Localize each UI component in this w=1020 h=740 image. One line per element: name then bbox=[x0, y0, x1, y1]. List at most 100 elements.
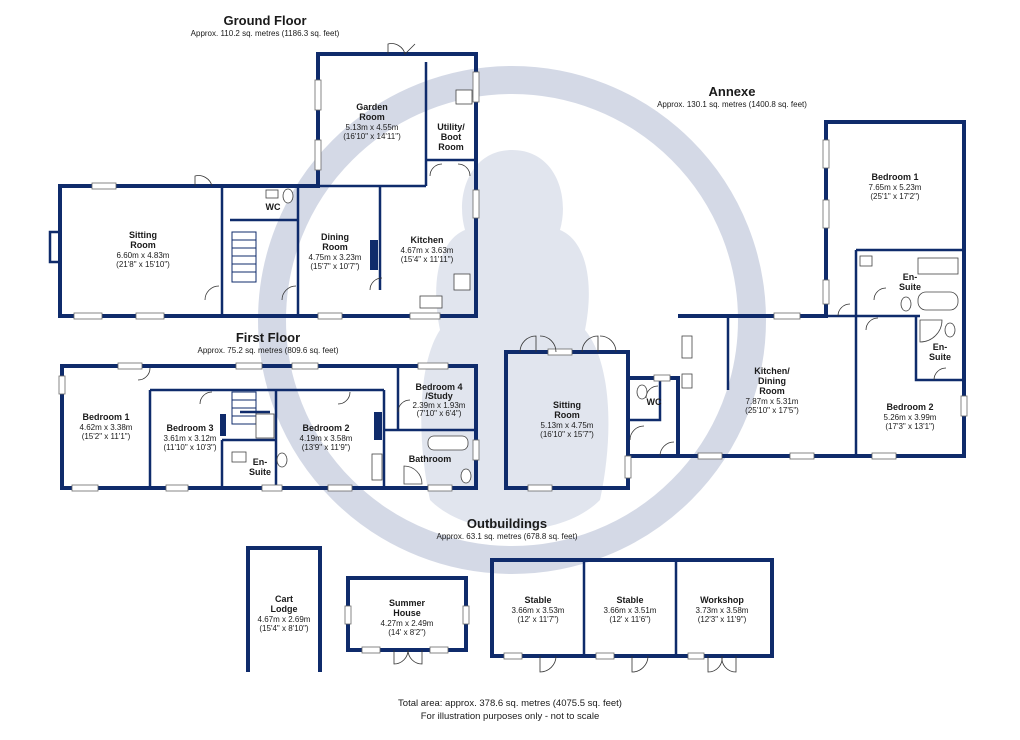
ground-floor-outer-wall bbox=[58, 52, 478, 318]
window bbox=[472, 189, 480, 219]
door-swing bbox=[281, 285, 297, 301]
window bbox=[697, 452, 723, 460]
door-swing bbox=[933, 367, 947, 381]
outbuildings-title: Outbuildings bbox=[467, 516, 547, 531]
basin bbox=[859, 255, 873, 267]
door-swing bbox=[199, 391, 213, 405]
window bbox=[503, 652, 523, 660]
hob bbox=[453, 273, 471, 291]
window bbox=[822, 199, 830, 229]
bathroom-toilet bbox=[460, 468, 472, 484]
shower bbox=[917, 257, 959, 275]
room-dimensions-metric: 5.26m x 3.99m bbox=[884, 413, 937, 422]
window bbox=[427, 484, 453, 492]
room-dimensions-metric: 3.66m x 3.53m bbox=[512, 606, 565, 615]
room-name: Room bbox=[130, 240, 156, 250]
ground-floor-title: Ground Floor bbox=[223, 13, 306, 28]
window bbox=[361, 646, 381, 654]
room-name: Suite bbox=[899, 282, 921, 292]
door-swing bbox=[429, 163, 471, 177]
ensuite-toilet bbox=[900, 296, 912, 312]
first-floor-area: Approx. 75.2 sq. metres (809.6 sq. feet) bbox=[198, 346, 339, 355]
shower bbox=[255, 413, 275, 439]
room-dimensions-imperial: (21'8" x 15'10") bbox=[116, 260, 170, 269]
window bbox=[429, 646, 449, 654]
room-dimensions-imperial: (25'10" x 17'5") bbox=[745, 406, 799, 415]
window bbox=[344, 605, 352, 625]
door-swing bbox=[137, 367, 151, 381]
annexe-plan: Annexe Approx. 130.1 sq. metres (1400.8 … bbox=[504, 84, 968, 492]
window bbox=[547, 348, 573, 356]
room-name: Room bbox=[322, 242, 348, 252]
room-name: Sitting bbox=[129, 230, 157, 240]
room-dimensions-imperial: (15'7" x 10'7") bbox=[310, 262, 360, 271]
room-name: Room bbox=[554, 410, 580, 420]
window bbox=[472, 71, 480, 103]
room-dimensions-metric: 2.39m x 1.93m bbox=[413, 401, 466, 410]
window bbox=[417, 362, 449, 370]
room-name: Summer bbox=[389, 598, 426, 608]
room-name: Cart bbox=[275, 594, 293, 604]
workshop-doors bbox=[707, 655, 737, 673]
door-swing bbox=[337, 391, 351, 405]
window bbox=[527, 484, 553, 492]
room-name: Bedroom 3 bbox=[166, 423, 213, 433]
room-dimensions-metric: 4.67m x 3.63m bbox=[401, 246, 454, 255]
room-dimensions-metric: 3.73m x 3.58m bbox=[696, 606, 749, 615]
room-name: Suite bbox=[249, 467, 271, 477]
room-dimensions-imperial: (16'10" x 14'11") bbox=[343, 132, 401, 141]
stable-door bbox=[631, 655, 649, 673]
room-name: Bedroom 1 bbox=[82, 412, 129, 422]
room-dimensions-metric: 6.60m x 4.83m bbox=[117, 251, 170, 260]
room-dimensions-metric: 4.27m x 2.49m bbox=[381, 619, 434, 628]
room-name: Bedroom 4 bbox=[415, 382, 462, 392]
room-dimensions-metric: 5.13m x 4.75m bbox=[541, 421, 594, 430]
door-swing bbox=[369, 277, 383, 291]
annexe-wc-wall bbox=[628, 378, 662, 422]
kitchen-sink bbox=[419, 295, 443, 309]
room-dimensions-imperial: (17'3" x 13'1") bbox=[885, 422, 935, 431]
annexe-outer-wall bbox=[678, 120, 966, 458]
room-dimensions-imperial: (12' x 11'7") bbox=[517, 615, 559, 624]
utility-sink bbox=[455, 89, 473, 105]
window bbox=[409, 312, 441, 320]
window bbox=[472, 439, 480, 461]
room-dimensions-imperial: (25'1" x 17'2") bbox=[870, 192, 920, 201]
room-dimensions-metric: 5.13m x 4.55m bbox=[346, 123, 399, 132]
room-name: Bedroom 2 bbox=[886, 402, 933, 412]
room-dimensions-metric: 7.65m x 5.23m bbox=[869, 183, 922, 192]
room-dimensions-imperial: (14' x 8'2") bbox=[388, 628, 426, 637]
annexe-hall-wall bbox=[628, 376, 680, 458]
room-name: Lodge bbox=[271, 604, 298, 614]
window bbox=[73, 312, 103, 320]
room-dimensions-imperial: (11'10" x 10'3") bbox=[163, 443, 216, 452]
window bbox=[317, 312, 343, 320]
room-dimensions-imperial: (12' x 11'6") bbox=[609, 615, 651, 624]
window bbox=[653, 374, 671, 382]
room-name: Bedroom 1 bbox=[871, 172, 918, 182]
disclaimer: For illustration purposes only - not to … bbox=[421, 711, 599, 722]
room-name: Sitting bbox=[553, 400, 581, 410]
door-swing bbox=[865, 317, 879, 331]
ground-floor-stairs bbox=[231, 231, 257, 283]
wc-toilet bbox=[282, 188, 294, 204]
room-dimensions-imperial: (7'10" x 6'4") bbox=[417, 409, 462, 418]
room-name: Bedroom 2 bbox=[302, 423, 349, 433]
wall-block bbox=[374, 412, 382, 440]
room-dimensions-metric: 3.66m x 3.51m bbox=[604, 606, 657, 615]
ensuite-toilet bbox=[276, 452, 288, 468]
room-name: Kitchen bbox=[410, 235, 443, 245]
window bbox=[58, 375, 66, 395]
window bbox=[291, 362, 319, 370]
first-floor-title: First Floor bbox=[236, 330, 300, 345]
room-name: Stable bbox=[616, 595, 643, 605]
window bbox=[595, 652, 615, 660]
footer: Total area: approx. 378.6 sq. metres (40… bbox=[398, 698, 622, 722]
window bbox=[117, 362, 143, 370]
ensuite-basin bbox=[231, 451, 247, 463]
room-name: Suite bbox=[929, 352, 951, 362]
door-swing bbox=[387, 43, 416, 55]
outbuildings-area: Approx. 63.1 sq. metres (678.8 sq. feet) bbox=[437, 532, 578, 541]
room-name: /Study bbox=[425, 391, 453, 401]
